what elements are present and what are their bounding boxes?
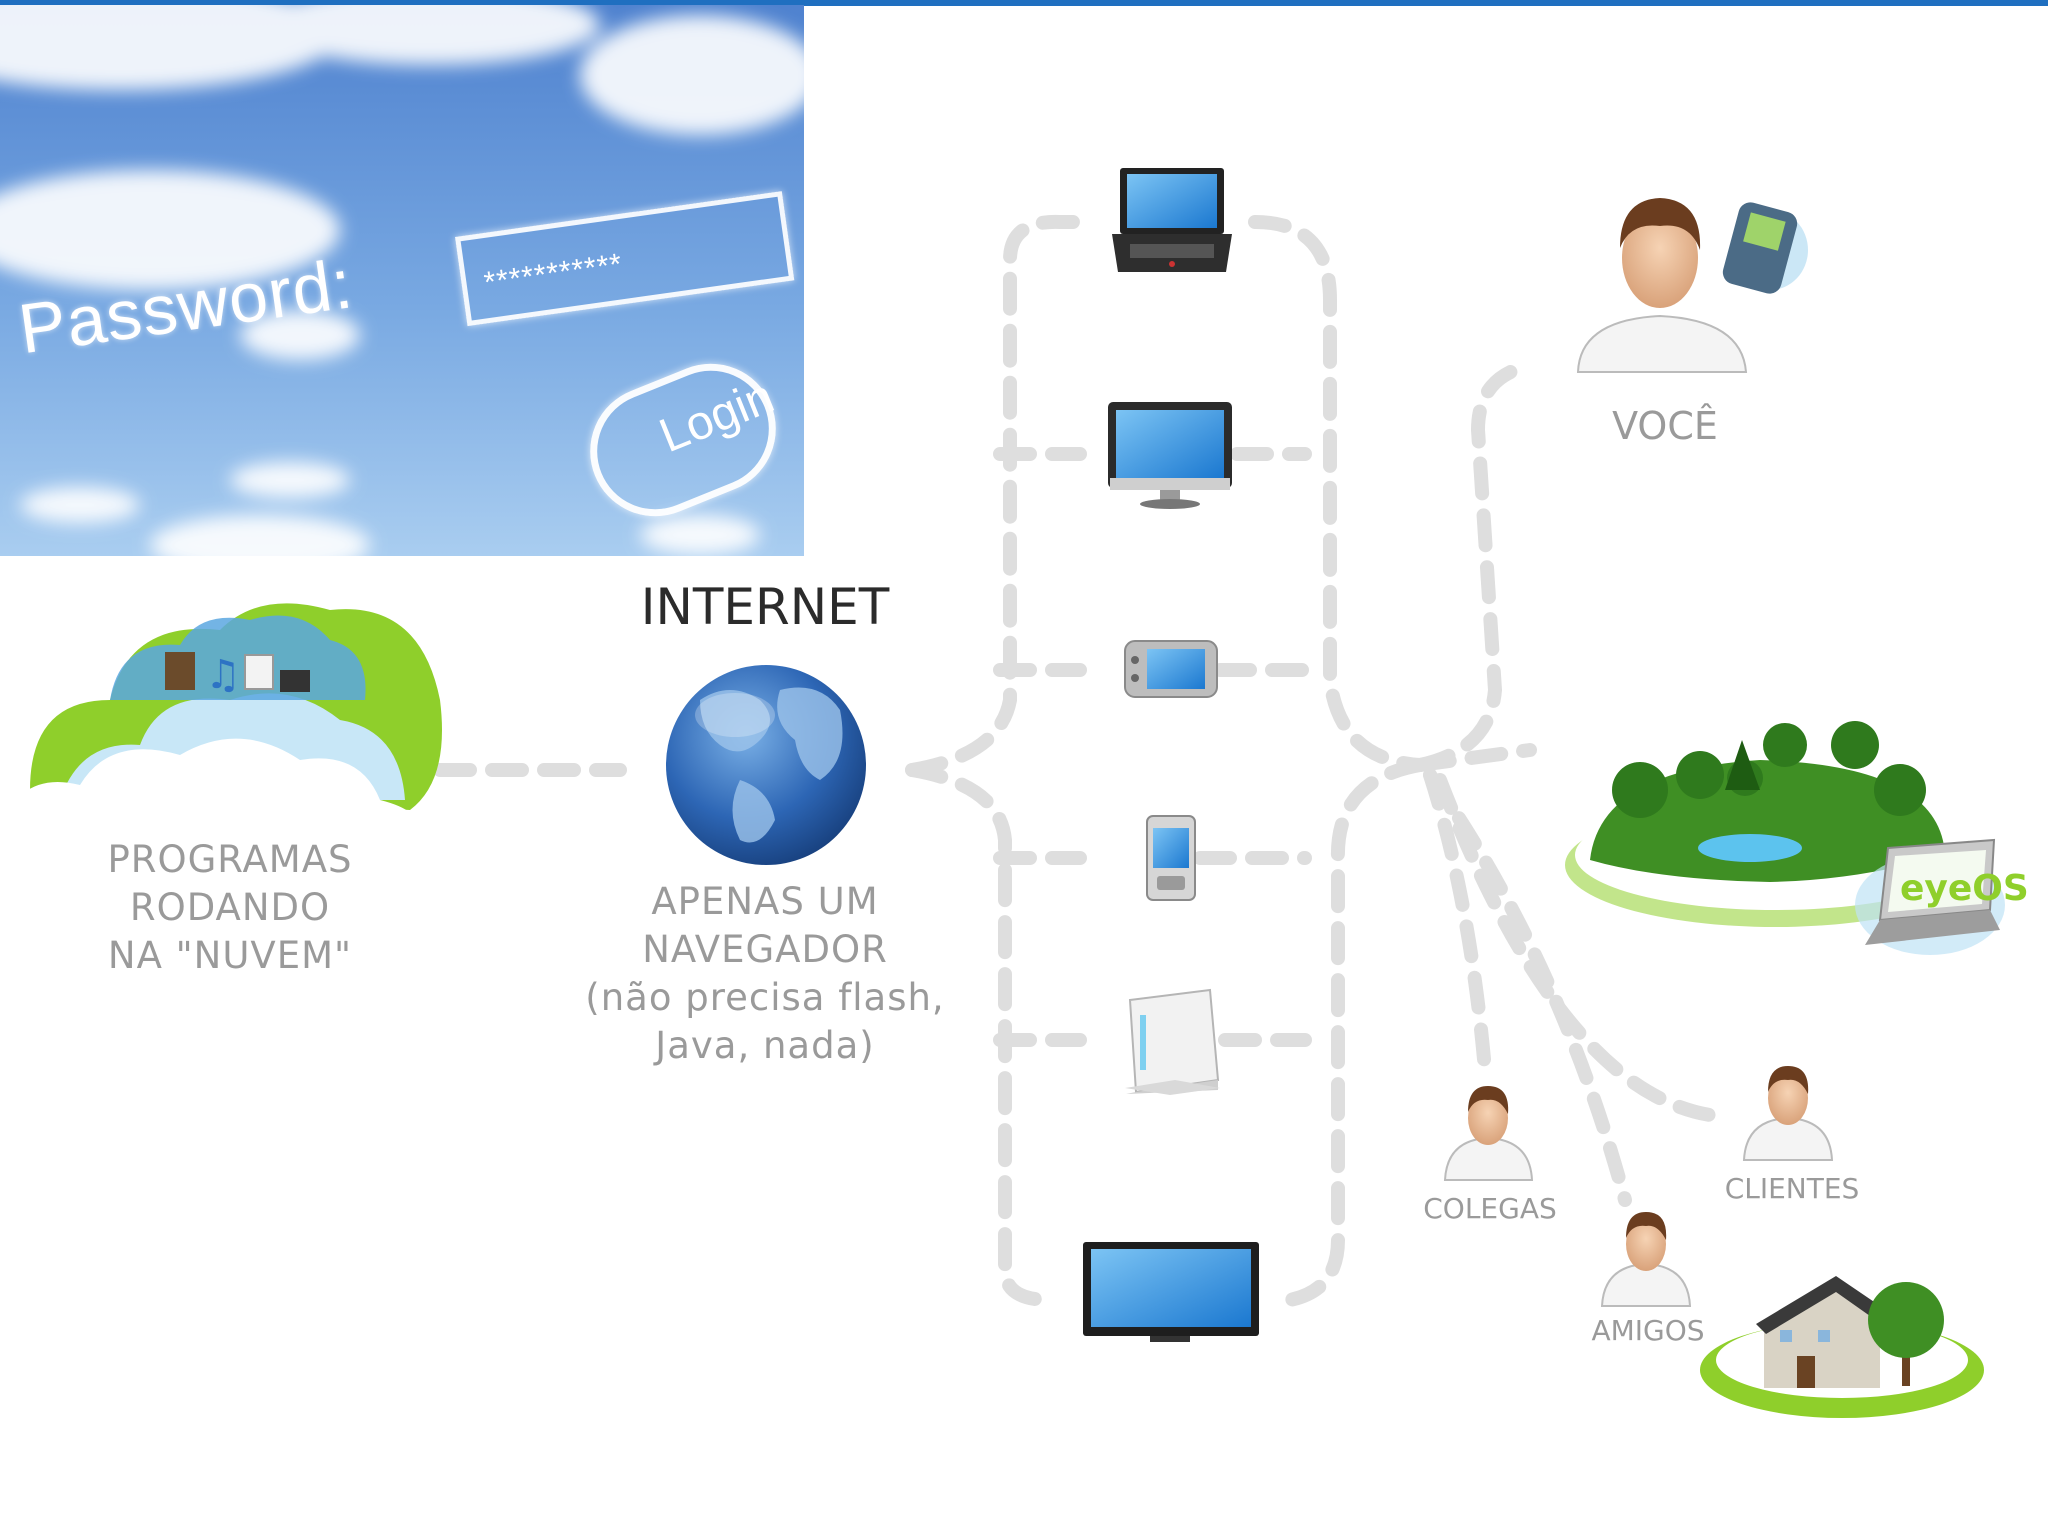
cloud-programs-icon: ♫ [0, 603, 442, 860]
cloud-caption-line: RODANDO [60, 884, 400, 932]
colegas-label: COLEGAS [1410, 1192, 1570, 1225]
voce-person-icon [1578, 198, 1746, 372]
house-scene-icon [1700, 1276, 1984, 1418]
connector-devices-right-bracket [1255, 222, 1420, 765]
browser-caption: APENAS UM NAVEGADOR (não precisa flash, … [560, 878, 970, 1070]
browser-caption-line: APENAS UM [560, 878, 970, 926]
desktop-monitor-icon [1108, 402, 1232, 509]
clientes-label: CLIENTES [1712, 1172, 1872, 1205]
flat-tv-icon [1083, 1242, 1259, 1342]
amigos-person-icon [1602, 1212, 1690, 1306]
cloud-caption: PROGRAMAS RODANDO NA "NUVEM" [60, 836, 400, 980]
cloud-caption-line: NA "NUVEM" [60, 932, 400, 980]
laptop-icon [1112, 168, 1232, 272]
smartphone-icon [1147, 816, 1195, 900]
colegas-person-icon [1445, 1086, 1532, 1180]
internet-title: INTERNET [620, 578, 910, 636]
music-note-icon: ♫ [205, 652, 241, 698]
clientes-person-icon [1744, 1066, 1832, 1160]
connector-to-park [1420, 750, 1530, 765]
game-console-icon [1125, 990, 1220, 1095]
camera-icon [280, 670, 310, 692]
document-icon [245, 655, 273, 689]
connector-globe-devices-fork [912, 222, 1090, 770]
portable-media-player-icon [1125, 641, 1217, 697]
amigos-label: AMIGOS [1568, 1314, 1728, 1347]
globe-internet-icon [666, 665, 866, 865]
browser-caption-line: NAVEGADOR [560, 926, 970, 974]
connector-to-voce [1420, 370, 1515, 765]
svg-text:eyeOS: eyeOS [1900, 868, 2029, 909]
connector-lines [440, 222, 1710, 1300]
browser-caption-line: (não precisa flash, [560, 974, 970, 1022]
photo-app-icon [165, 652, 195, 690]
voce-label: VOCÊ [1590, 404, 1740, 448]
mobile-phone-icon [1720, 200, 1808, 297]
browser-caption-line: Java, nada) [560, 1022, 970, 1070]
cloud-caption-line: PROGRAMAS [60, 836, 400, 884]
